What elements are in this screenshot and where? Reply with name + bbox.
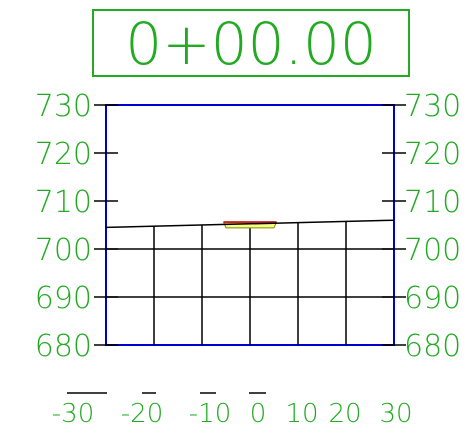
y-tick-label-left: 700 bbox=[35, 233, 92, 268]
y-tick-label-right: 680 bbox=[404, 329, 461, 364]
y-tick-label-left: 720 bbox=[35, 137, 92, 172]
x-tick-label: -30 bbox=[52, 399, 94, 429]
station-label: 0+00.00 bbox=[125, 10, 377, 78]
y-axis-labels-left: 730 720 710 700 690 680 bbox=[35, 89, 92, 364]
y-tick-label-left: 690 bbox=[35, 281, 92, 316]
y-tick-label-right: 690 bbox=[404, 281, 461, 316]
ground-profile-line bbox=[105, 219, 395, 229]
x-tick-label: -10 bbox=[189, 399, 231, 429]
y-tick-label-left: 680 bbox=[35, 329, 92, 364]
y-tick-label-left: 710 bbox=[35, 185, 92, 220]
y-tick-label-right: 700 bbox=[404, 233, 461, 268]
y-tick-label-left: 730 bbox=[35, 89, 92, 124]
y-axis-labels-right: 730 720 710 700 690 680 bbox=[404, 89, 461, 364]
station-title: 0+00.00 bbox=[92, 9, 410, 78]
y-tick-label-right: 720 bbox=[404, 137, 461, 172]
y-tick-label-right: 730 bbox=[404, 89, 461, 124]
station-label-box bbox=[92, 9, 410, 77]
x-axis-labels: -30 -20 -10 0 10 20 30 bbox=[52, 392, 413, 429]
x-tick-label: 10 bbox=[285, 399, 318, 429]
grid-lines bbox=[106, 221, 394, 345]
x-tick-label: 20 bbox=[328, 399, 361, 429]
ground-profile-group bbox=[105, 219, 395, 229]
axis-ticks bbox=[94, 104, 406, 346]
x-tick-label: -20 bbox=[121, 399, 163, 429]
y-tick-label-right: 710 bbox=[404, 185, 461, 220]
x-tick-label: 0 bbox=[250, 399, 267, 429]
x-tick-label: 30 bbox=[379, 399, 412, 429]
